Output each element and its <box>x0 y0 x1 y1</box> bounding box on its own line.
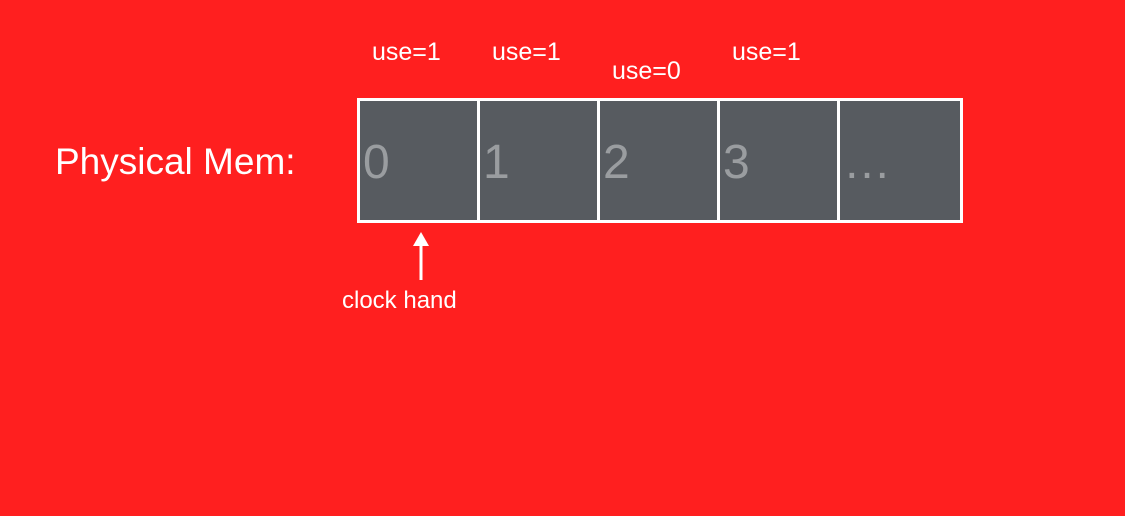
physical-memory-frames: 0 1 2 3 … <box>357 98 963 223</box>
frame-number: 2 <box>603 136 630 189</box>
memory-frame-1: 1 <box>480 101 597 220</box>
memory-frame-0: 0 <box>360 101 477 220</box>
clock-hand-label: clock hand <box>342 287 457 314</box>
use-bit-label-frame-0: use=1 <box>372 38 441 66</box>
frame-ellipsis: … <box>843 136 891 189</box>
physical-mem-label: Physical Mem: <box>55 141 296 182</box>
memory-frame-2: 2 <box>600 101 717 220</box>
memory-frame-3: 3 <box>720 101 837 220</box>
frame-number: 3 <box>723 136 750 189</box>
memory-frame-more: … <box>840 101 960 220</box>
clock-hand-arrow-icon <box>413 232 429 280</box>
use-bit-label-frame-1: use=1 <box>492 38 561 66</box>
frame-number: 0 <box>363 136 390 189</box>
use-bit-label-frame-2: use=0 <box>612 57 681 85</box>
use-bit-label-frame-3: use=1 <box>732 38 801 66</box>
frame-number: 1 <box>483 136 510 189</box>
